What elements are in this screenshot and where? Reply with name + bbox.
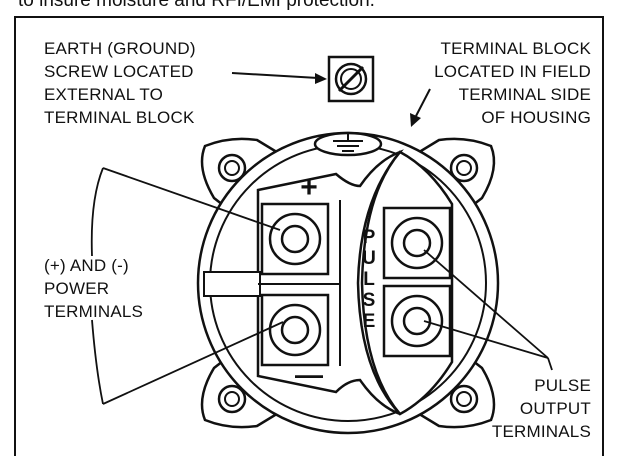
pulse-letter-2: U (362, 248, 376, 269)
minus-power-terminal (260, 293, 330, 367)
terminal-block-leader-arrow (410, 88, 431, 127)
power-terminals-leader-lines (90, 167, 284, 405)
pulse-letter-4: S (362, 290, 376, 311)
pulse-terminals-leader-lines (423, 249, 553, 371)
pulse-terminals-label-line-1: PULSE (534, 376, 591, 395)
pulse-terminal-lower (382, 284, 452, 358)
internal-ground-lug (313, 131, 383, 157)
earth-screw-leader-arrow (231, 72, 327, 84)
terminal-block-label-line-4: OF HOUSING (481, 108, 591, 127)
power-terminals-label-line-3: TERMINALS (44, 302, 144, 321)
pulse-terminals-label: PULSE OUTPUT TERMINALS (492, 374, 591, 443)
figure-frame (14, 16, 604, 456)
minus-polarity-mark: — (295, 359, 323, 390)
terminal-block-label: TERMINAL BLOCK LOCATED IN FIELD TERMINAL… (434, 37, 591, 129)
terminal-block-label-line-1: TERMINAL BLOCK (440, 39, 591, 58)
earth-screw-label-line-4: TERMINAL BLOCK (44, 108, 195, 127)
pulse-letter-3: L (363, 269, 375, 290)
top-partial-caption: to insure moisture and RFI/EMI protectio… (18, 0, 375, 11)
earth-screw-label-line-2: SCREW LOCATED (44, 62, 194, 81)
power-terminals-label-line-2: POWER (44, 279, 110, 298)
pulse-terminals-label-line-3: TERMINALS (491, 422, 591, 441)
earth-screw-label: EARTH (GROUND) SCREW LOCATED EXTERNAL TO… (44, 37, 196, 129)
power-terminals-label-line-1: (+) AND (-) (44, 256, 129, 275)
earth-screw-label-line-1: EARTH (GROUND) (44, 39, 196, 58)
pulse-letter-5: E (362, 311, 376, 332)
pulse-letter-1: P (362, 227, 376, 248)
earth-ground-screw (327, 55, 375, 103)
earth-screw-label-line-3: EXTERNAL TO (44, 85, 164, 104)
plus-power-terminal (260, 202, 330, 276)
pulse-terminal-upper (382, 206, 452, 280)
terminal-block-label-line-2: LOCATED IN FIELD (434, 62, 591, 81)
plus-polarity-mark: + (300, 171, 318, 204)
pulse-terminals-label-line-2: OUTPUT (519, 399, 591, 418)
power-terminals-label: (+) AND (-) POWER TERMINALS (44, 254, 143, 323)
terminal-block-label-line-3: TERMINAL SIDE (458, 85, 591, 104)
